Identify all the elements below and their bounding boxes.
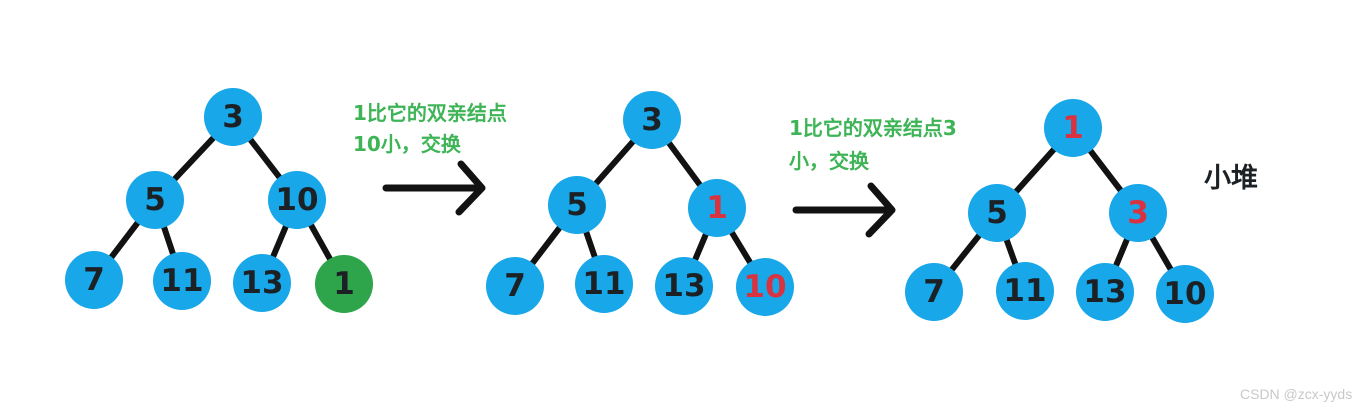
step2-annotation-line2: 小，交换 <box>789 149 869 173</box>
tree1-node: 13 <box>233 254 291 312</box>
tree3-node-root-swapped: 1 <box>1044 99 1102 157</box>
step1-arrow-icon <box>382 160 486 216</box>
step2-annotation: 1比它的双亲结点3 小，交换 <box>789 112 957 178</box>
tree3-node: 5 <box>968 184 1026 242</box>
tree1-node: 10 <box>268 171 326 229</box>
tree1-node-inserted: 1 <box>315 255 373 313</box>
tree1-node: 11 <box>153 252 211 310</box>
csdn-watermark: CSDN @zcx-yyds <box>1240 386 1353 402</box>
tree2-node: 5 <box>548 176 606 234</box>
step2-annotation-line1: 1比它的双亲结点3 <box>789 116 957 140</box>
tree1-node-root: 3 <box>204 88 262 146</box>
tree2-node-swapped: 10 <box>736 258 794 316</box>
tree2-node: 13 <box>655 257 713 315</box>
arrow-head <box>455 160 486 216</box>
step1-annotation: 1比它的双亲结点 10小，交换 <box>353 98 507 160</box>
tree1-node: 7 <box>65 251 123 309</box>
tree2-node-swapped: 1 <box>688 179 746 237</box>
step1-annotation-line1: 1比它的双亲结点 <box>353 101 507 125</box>
tree3-node: 11 <box>996 262 1054 320</box>
tree2-node: 11 <box>575 255 633 313</box>
tree2-node-root: 3 <box>623 91 681 149</box>
step1-annotation-line2: 10小，交换 <box>353 132 461 156</box>
tree3-node: 7 <box>905 263 963 321</box>
step2-arrow-icon <box>792 182 896 238</box>
tree1-node: 5 <box>126 171 184 229</box>
tree3-node: 13 <box>1076 263 1134 321</box>
tree2-node: 7 <box>486 257 544 315</box>
min-heap-label: 小堆 <box>1204 163 1258 194</box>
tree3-node: 10 <box>1156 265 1214 323</box>
arrow-head <box>865 182 896 238</box>
tree3-node-swapped: 3 <box>1109 184 1167 242</box>
